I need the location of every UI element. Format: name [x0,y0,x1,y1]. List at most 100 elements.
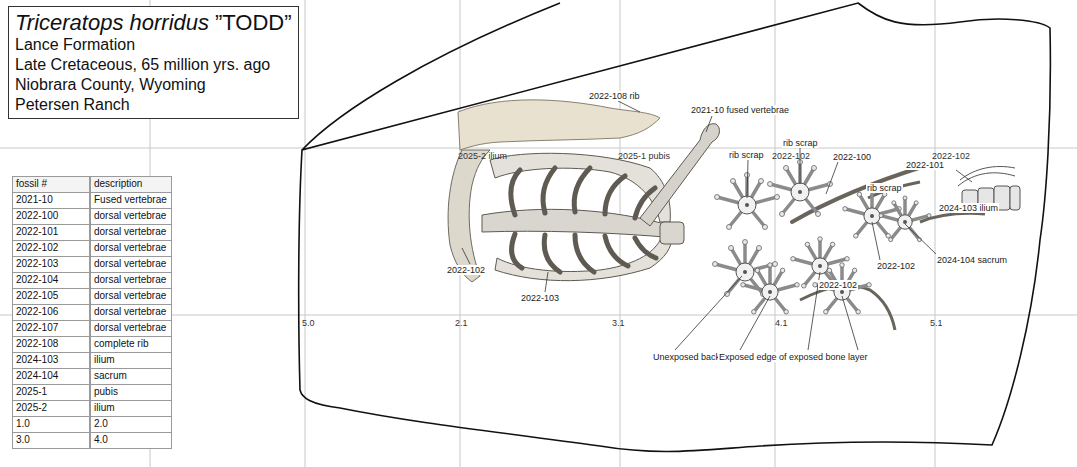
fossil-description: dorsal vertebrae [90,224,172,241]
grid-coordinate: 3.1 [612,318,625,328]
fossil-number: 2022-108 [12,336,90,353]
vertebra-centrum [791,183,809,201]
process-knob [752,310,757,315]
fossil-number: 2022-102 [12,240,90,257]
centrum-dot [870,214,874,218]
process-knob [889,238,893,242]
callout-label: 2022-102 [818,280,858,290]
callout-label: 2022-102 [876,261,916,271]
fossil-description: dorsal vertebrae [90,256,172,273]
process-knob [780,212,785,217]
title-box: Triceratops horridus”TODD”Lance Formatio… [8,6,299,119]
fossil-description: dorsal vertebrae [90,320,172,337]
process-knob [843,207,848,212]
grid-coordinate: 4.1 [775,318,788,328]
fossil-number: 2022-105 [12,288,90,305]
fossil-description: sacrum [90,368,172,385]
title-nickname: ”TODD” [215,10,292,35]
process-knob [784,166,789,171]
fossil-number: 1.0 [12,416,90,433]
process-knob [727,225,732,230]
vertebra-centrum [738,196,756,214]
fossil-number: 2022-100 [12,208,90,225]
process-knob [755,268,760,273]
county-text: Niobrara County, Wyoming [15,75,292,95]
process-knob [729,246,734,251]
process-knob [768,263,773,268]
callout-label: 2022-101 [905,160,945,170]
process-knob [813,283,818,288]
vertebra-centrum [898,215,912,229]
fossil-number: 2022-107 [12,320,90,337]
process-knob [827,268,832,273]
callout-label: 2024-104 sacrum [936,255,1008,265]
process-knob [852,268,857,273]
vertebrae [713,160,932,315]
callout-label: 2022-102 [446,265,486,275]
fossil-description: dorsal vertebrae [90,240,172,257]
process-knob [914,201,918,205]
callout-label: rib scrap [866,183,903,193]
fossil-number: 2022-104 [12,272,90,289]
centrum-dot [745,203,749,207]
table-header: description [90,176,172,193]
process-knob [892,201,896,205]
process-knob [784,310,789,315]
fossil-description: ilium [90,352,172,369]
centrum-dot [798,190,802,194]
vertebra-centrum [812,258,828,274]
fossil-description: dorsal vertebrae [90,272,172,289]
ranch-text: Petersen Ranch [15,95,292,115]
grid-coordinate: 5.0 [302,318,315,328]
grid-coordinate: 2022-102 [772,151,810,161]
process-knob [867,283,872,288]
fossil-number: 2024-103 [12,352,90,369]
process-knob [856,310,861,315]
process-knob [715,195,720,200]
grid-coordinate: 2025-2 ilium [458,151,507,161]
callout-label: rib scrap [728,150,765,160]
rib-scrap [920,213,985,222]
centrum-dot [818,264,822,268]
process-knob [927,214,931,218]
callout-label: 2024-103 ilium [938,203,999,213]
process-knob [805,242,810,247]
process-knob [741,283,746,288]
process-knob [745,173,750,178]
process-knob [773,262,778,267]
fossil-description: complete rib [90,336,172,353]
process-knob [830,242,835,247]
fossil-number: 2024-104 [12,368,90,385]
callout-label: rib scrap [782,138,819,148]
rib-bone [792,166,925,222]
process-knob [854,234,859,239]
process-knob [802,284,807,289]
sacral-ribs [511,168,656,272]
fossil-description: Fused vertebrae [90,192,172,209]
grid-coordinate: 2.1 [455,318,468,328]
fossil-number: 2021-10 [12,192,90,209]
fossil-number: 2022-106 [12,304,90,321]
fossil-description: dorsal vertebrae [90,288,172,305]
process-knob [857,192,862,197]
fossil-description: dorsal vertebrae [90,208,172,225]
callout-label: 2022-108 rib [588,91,641,101]
process-knob [812,166,817,171]
fossil-description: 2.0 [90,416,172,433]
process-knob [816,212,821,217]
fossil-number: 2025-1 [12,384,90,401]
table-header: fossil # [12,176,90,193]
process-knob [840,263,845,268]
fossil-number: 2022-101 [12,224,90,241]
process-knob [780,268,785,273]
formation-text: Lance Formation [15,35,292,55]
process-knob [775,195,780,200]
process-knob [845,257,850,262]
grid-coordinate: 2025-1 pubis [618,151,670,161]
fossil-number: 3.0 [12,432,90,449]
process-knob [763,225,768,230]
fossil-description: 4.0 [90,432,172,449]
callout-label: 2022-100 [832,152,872,162]
process-knob [743,240,748,245]
